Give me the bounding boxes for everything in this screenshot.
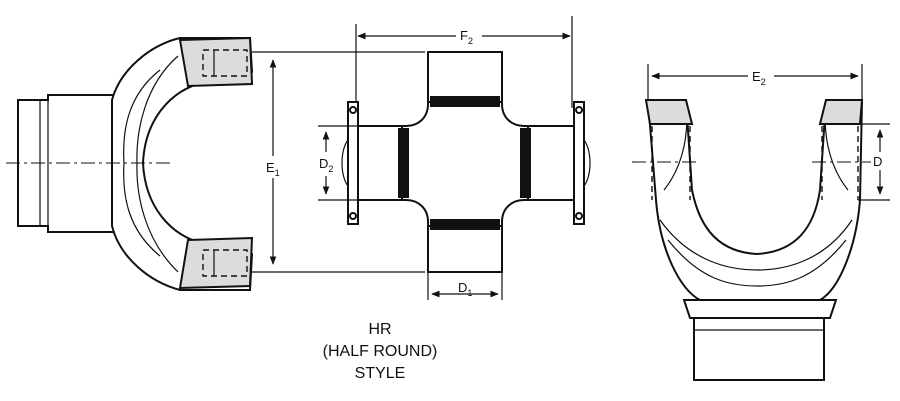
- bearing-plate-right: [573, 101, 585, 225]
- bearing-plate-left: [347, 101, 359, 225]
- front-yoke-ear-right: [818, 99, 864, 125]
- dimension-d: D: [858, 123, 890, 201]
- svg-text:D: D: [873, 154, 882, 169]
- trunnion-left: [357, 125, 403, 201]
- front-yoke-shaft: [693, 317, 825, 381]
- yoke-ear-bottom: [178, 236, 254, 290]
- dimension-d2: D2: [317, 125, 362, 201]
- dimension-f2: F2: [357, 24, 571, 46]
- dimension-d1: D1: [427, 272, 503, 300]
- style-caption: HR (HALF ROUND) STYLE: [323, 321, 438, 382]
- svg-text:E2: E2: [752, 69, 766, 87]
- caption-line-2: (HALF ROUND): [323, 343, 438, 360]
- caption-line-3: STYLE: [355, 365, 406, 382]
- trunnion-top: [427, 51, 503, 103]
- cross-center: [399, 101, 531, 227]
- svg-text:F2: F2: [460, 28, 473, 46]
- dimension-e1: E1: [252, 51, 425, 273]
- front-yoke-ear-left: [644, 99, 694, 125]
- dimension-e2: E2: [647, 64, 863, 100]
- end-yoke-side-view: [6, 36, 254, 291]
- caption-line-1: HR: [368, 321, 391, 338]
- trunnion-right: [527, 125, 575, 201]
- svg-text:E1: E1: [266, 160, 280, 178]
- svg-text:D2: D2: [319, 156, 333, 174]
- journal-cross: [341, 16, 591, 273]
- trunnion-bottom: [427, 225, 503, 273]
- end-yoke-front-view: [632, 99, 880, 381]
- svg-text:D1: D1: [458, 280, 472, 298]
- yoke-ear-top: [178, 36, 254, 88]
